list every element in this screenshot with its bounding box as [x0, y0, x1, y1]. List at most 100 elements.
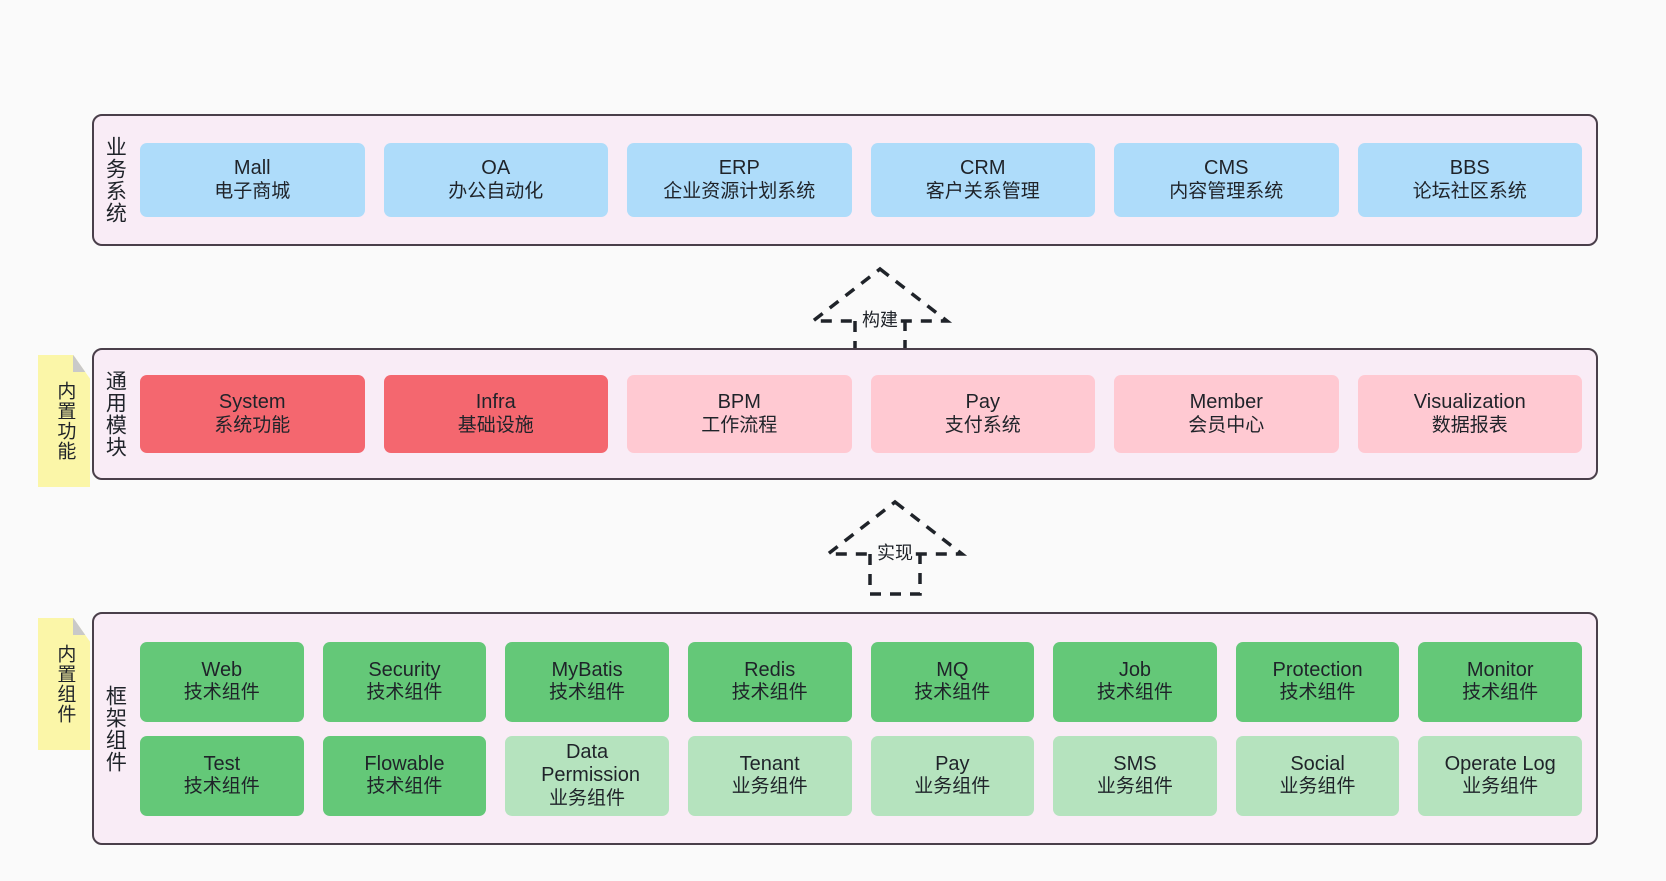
- node-title: Web: [201, 658, 243, 681]
- layer-title-common-modules: 通用模块: [103, 370, 127, 458]
- node-title: Infra: [475, 391, 516, 414]
- node-mybatis[interactable]: MyBatis 技术组件: [505, 641, 669, 722]
- node-title: Pay: [965, 391, 1000, 414]
- sticky-note-label: 内置组件: [54, 644, 76, 724]
- node-title: Flowable: [364, 752, 445, 775]
- node-title: Tenant: [739, 752, 800, 775]
- layer-body-common-modules: System 系统功能 Infra 基础设施 BPM 工作流程 Pay 支付系统…: [134, 350, 1596, 478]
- layer-body-business-systems: Mall 电子商城 OA 办公自动化 ERP 企业资源计划系统 CRM 客户关系…: [134, 116, 1596, 244]
- layer-row: Test 技术组件 Flowable 技术组件 Data Permission …: [140, 735, 1582, 816]
- node-mall[interactable]: Mall 电子商城: [140, 143, 365, 217]
- node-tenant[interactable]: Tenant 业务组件: [687, 735, 852, 816]
- node-subtitle: 系统功能: [214, 414, 291, 436]
- node-title: CMS: [1204, 157, 1249, 180]
- node-title: Redis: [744, 658, 796, 681]
- node-subtitle: 客户关系管理: [925, 180, 1040, 202]
- sticky-note-builtin-features: 内置功能: [38, 355, 90, 487]
- node-title: ERP: [718, 157, 760, 180]
- node-protection[interactable]: Protection 技术组件: [1235, 641, 1400, 722]
- node-pay[interactable]: Pay 支付系统: [870, 375, 1095, 453]
- node-subtitle: 技术组件: [183, 776, 260, 798]
- node-subtitle: 业务组件: [1096, 776, 1173, 798]
- node-title: MQ: [936, 658, 969, 681]
- node-subtitle: 支付系统: [944, 414, 1021, 436]
- node-social[interactable]: Social 业务组件: [1235, 735, 1400, 816]
- node-subtitle: 技术组件: [183, 682, 260, 704]
- layer-row: Web 技术组件 Security 技术组件 MyBatis 技术组件 Redi…: [140, 641, 1582, 722]
- node-title: Operate Log: [1444, 752, 1556, 775]
- implement-arrow-icon: [822, 499, 968, 596]
- sticky-note-builtin-components: 内置组件: [38, 618, 90, 750]
- node-subtitle: 技术组件: [1462, 682, 1539, 704]
- node-data-permission[interactable]: Data Permission 业务组件: [505, 735, 669, 816]
- node-subtitle: 技术组件: [731, 682, 808, 704]
- node-title: OA: [481, 157, 511, 180]
- node-subtitle: 业务组件: [1279, 776, 1356, 798]
- node-test[interactable]: Test 技术组件: [140, 735, 304, 816]
- connector-implement-label: 实现: [875, 539, 915, 565]
- node-job[interactable]: Job 技术组件: [1053, 641, 1217, 722]
- node-mq[interactable]: MQ 技术组件: [870, 641, 1035, 722]
- node-title: System: [218, 391, 286, 414]
- node-subtitle: 企业资源计划系统: [663, 180, 816, 202]
- node-subtitle: 技术组件: [1279, 682, 1356, 704]
- node-cms[interactable]: CMS 内容管理系统: [1114, 143, 1339, 217]
- layer-body-framework-components: Web 技术组件 Security 技术组件 MyBatis 技术组件 Redi…: [134, 614, 1596, 843]
- node-crm[interactable]: CRM 客户关系管理: [870, 143, 1095, 217]
- node-subtitle: 办公自动化: [448, 180, 544, 202]
- node-subtitle: 工作流程: [701, 414, 778, 436]
- node-subtitle: 技术组件: [366, 776, 443, 798]
- node-title: Security: [368, 658, 441, 681]
- layer-business-systems: 业务系统 Mall 电子商城 OA 办公自动化 ERP 企业资源计划系统 CRM…: [92, 114, 1598, 246]
- node-title: MyBatis: [551, 658, 623, 681]
- layer-row: Mall 电子商城 OA 办公自动化 ERP 企业资源计划系统 CRM 客户关系…: [140, 143, 1582, 217]
- node-pay-business[interactable]: Pay 业务组件: [870, 735, 1035, 816]
- node-title: Job: [1118, 658, 1152, 681]
- node-subtitle: 技术组件: [549, 682, 626, 704]
- node-member[interactable]: Member 会员中心: [1114, 375, 1339, 453]
- node-title: Visualization: [1413, 391, 1526, 414]
- node-title: Pay: [935, 752, 970, 775]
- layer-title-business-systems: 业务系统: [103, 136, 127, 224]
- layer-row: System 系统功能 Infra 基础设施 BPM 工作流程 Pay 支付系统…: [140, 375, 1582, 453]
- node-subtitle: 会员中心: [1188, 414, 1265, 436]
- node-system[interactable]: System 系统功能: [140, 375, 365, 453]
- node-infra[interactable]: Infra 基础设施: [383, 375, 608, 453]
- node-sms[interactable]: SMS 业务组件: [1053, 735, 1217, 816]
- node-title: Social: [1290, 752, 1345, 775]
- node-title: BBS: [1449, 157, 1490, 180]
- node-title: Protection: [1272, 658, 1363, 681]
- note-fold-corner-icon: [73, 355, 90, 372]
- layer-common-modules: 通用模块 System 系统功能 Infra 基础设施 BPM 工作流程 Pay…: [92, 348, 1598, 480]
- node-bpm[interactable]: BPM 工作流程: [627, 375, 852, 453]
- node-title: BPM: [717, 391, 761, 414]
- node-monitor[interactable]: Monitor 技术组件: [1418, 641, 1582, 722]
- node-title: CRM: [959, 157, 1006, 180]
- node-subtitle: 技术组件: [914, 682, 991, 704]
- node-title: Mall: [233, 157, 271, 180]
- connector-implement: 实现: [810, 498, 980, 598]
- node-security[interactable]: Security 技术组件: [322, 641, 487, 722]
- node-operate-log[interactable]: Operate Log 业务组件: [1418, 735, 1582, 816]
- node-visualization[interactable]: Visualization 数据报表: [1357, 375, 1582, 453]
- node-erp[interactable]: ERP 企业资源计划系统: [627, 143, 852, 217]
- node-bbs[interactable]: BBS 论坛社区系统: [1357, 143, 1582, 217]
- node-subtitle: 技术组件: [1096, 682, 1173, 704]
- node-title: Monitor: [1466, 658, 1534, 681]
- note-fold-corner-icon: [73, 618, 90, 635]
- node-title: Member: [1189, 391, 1263, 414]
- node-subtitle: 论坛社区系统: [1412, 180, 1527, 202]
- sticky-note-label: 内置功能: [54, 381, 76, 461]
- node-flowable[interactable]: Flowable 技术组件: [322, 735, 487, 816]
- node-oa[interactable]: OA 办公自动化: [383, 143, 608, 217]
- node-subtitle: 业务组件: [1462, 776, 1539, 798]
- node-redis[interactable]: Redis 技术组件: [687, 641, 852, 722]
- node-title: Data Permission: [541, 741, 640, 787]
- node-subtitle: 内容管理系统: [1169, 180, 1284, 202]
- node-subtitle: 技术组件: [366, 682, 443, 704]
- node-title: SMS: [1113, 752, 1157, 775]
- node-web[interactable]: Web 技术组件: [140, 641, 304, 722]
- node-subtitle: 业务组件: [914, 776, 991, 798]
- connector-build-label: 构建: [860, 306, 900, 332]
